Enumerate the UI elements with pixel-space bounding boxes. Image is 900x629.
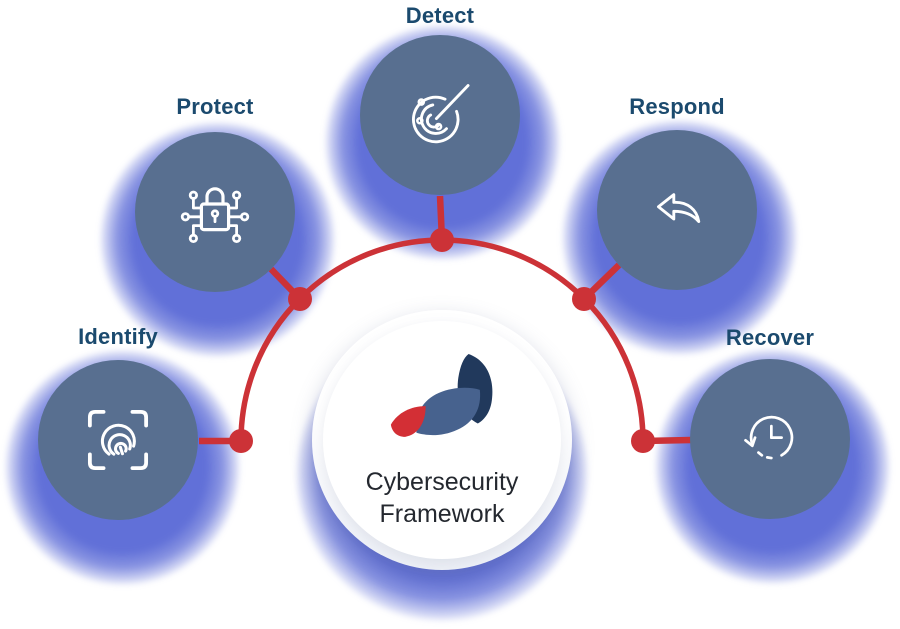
cybersecurity-framework-logo [390, 354, 493, 437]
center-badge: Cybersecurity Framework [312, 310, 572, 570]
arc-node-recover [631, 429, 655, 453]
node-circle-recover [690, 359, 850, 519]
node-circle-protect [135, 132, 295, 292]
fingerprint-scan-icon [87, 409, 149, 471]
node-circle-respond [597, 130, 757, 290]
node-label-identify: Identify [78, 324, 158, 349]
radar-icon [412, 84, 470, 144]
node-circle-identify [38, 360, 198, 520]
node-label-detect: Detect [405, 3, 475, 28]
arc-node-protect [288, 287, 312, 311]
circuit-lock-icon [180, 187, 250, 243]
clock-history-icon [744, 415, 794, 460]
center-title-line1: Cybersecurity [365, 468, 519, 496]
arc-node-identify [229, 429, 253, 453]
center-badge-inner: Cybersecurity Framework [323, 321, 561, 559]
logo-slate-petal [416, 387, 481, 436]
node-label-recover: Recover [725, 325, 815, 350]
reply-arrow-icon [657, 193, 701, 223]
center-title-line2: Framework [379, 500, 505, 528]
node-circle-detect [360, 35, 520, 195]
node-label-protect: Protect [176, 94, 254, 119]
center-title: Cybersecurity Framework [366, 466, 519, 530]
arc-node-respond [572, 287, 596, 311]
arc-node-detect [430, 228, 454, 252]
node-label-respond: Respond [629, 94, 725, 119]
